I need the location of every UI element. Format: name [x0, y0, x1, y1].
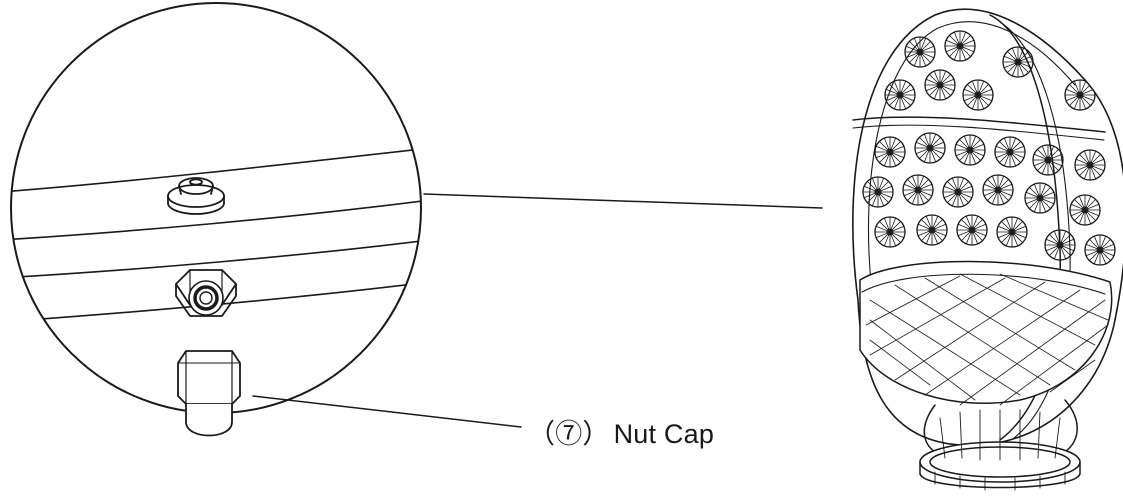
rivet-head — [167, 177, 225, 215]
egg-chair-illustration — [852, 8, 1123, 491]
part-name: Nut Cap — [613, 419, 715, 449]
detail-magnifier — [10, 2, 422, 437]
seat-cushion — [859, 260, 1113, 406]
nut-cap-leader-line — [252, 395, 522, 428]
nut-cap-callout-label: （⑦）Nut Cap — [528, 412, 714, 451]
weave-pattern — [862, 30, 1116, 266]
chair-base — [919, 399, 1081, 491]
hex-nut — [175, 269, 237, 317]
part-number: （⑦） — [528, 419, 610, 449]
nut-cap-part — [177, 350, 241, 437]
frame-tube-edges — [11, 147, 421, 323]
detail-leader-line — [423, 193, 823, 209]
